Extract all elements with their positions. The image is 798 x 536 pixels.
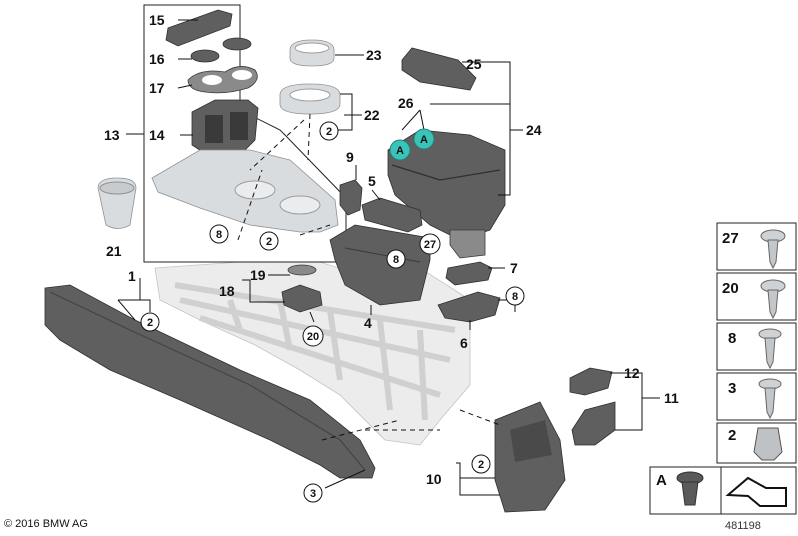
circle-ref-2: 2 bbox=[259, 231, 279, 251]
insert-16 bbox=[190, 37, 252, 63]
ring-22 bbox=[279, 83, 341, 115]
side-trim-panel bbox=[44, 284, 376, 479]
screw-20-icon bbox=[760, 279, 786, 320]
circle-ref-8: 8 bbox=[386, 249, 406, 269]
svg-text:8: 8 bbox=[393, 254, 399, 266]
callout-4: 4 bbox=[364, 315, 372, 331]
screw-3-icon bbox=[758, 378, 782, 420]
callout-17: 17 bbox=[149, 80, 165, 96]
circle-ref-27: 27 bbox=[419, 233, 441, 255]
fastener-20-label: 20 bbox=[722, 280, 739, 297]
leader-lines bbox=[117, 19, 660, 496]
circle-ref-20: 20 bbox=[302, 325, 324, 347]
callout-22: 22 bbox=[364, 107, 380, 123]
cover-15 bbox=[165, 9, 233, 47]
part-9 bbox=[339, 179, 363, 216]
svg-text:20: 20 bbox=[307, 331, 319, 343]
callout-13: 13 bbox=[104, 127, 120, 143]
circle-ref-8: 8 bbox=[505, 286, 525, 306]
callout-26: 26 bbox=[398, 95, 414, 111]
arrow-shape-icon bbox=[725, 476, 787, 507]
pad-5 bbox=[361, 197, 423, 233]
circle-ref-3: 3 bbox=[303, 483, 323, 503]
callout-1: 1 bbox=[128, 268, 136, 284]
callout-24: 24 bbox=[526, 122, 542, 138]
marker-a: A bbox=[389, 139, 411, 161]
fastener-a-label: A bbox=[656, 472, 667, 489]
svg-text:2: 2 bbox=[147, 317, 153, 329]
circle-ref-2: 2 bbox=[471, 454, 491, 474]
svg-text:2: 2 bbox=[478, 459, 484, 471]
cup-holder-14 bbox=[191, 99, 259, 159]
holder-18 bbox=[281, 284, 323, 313]
insert-19 bbox=[287, 264, 317, 276]
fastener-8-label: 8 bbox=[728, 330, 736, 347]
callout-25: 25 bbox=[466, 56, 482, 72]
callout-23: 23 bbox=[366, 47, 382, 63]
callout-18: 18 bbox=[219, 283, 235, 299]
callout-19: 19 bbox=[250, 267, 266, 283]
storage-tray-4 bbox=[329, 224, 431, 306]
callout-11: 11 bbox=[664, 390, 679, 406]
callout-16: 16 bbox=[149, 51, 165, 67]
callout-labels: 15 16 17 14 13 23 22 25 26 24 9 5 21 1 4… bbox=[104, 12, 679, 487]
callout-12: 12 bbox=[624, 365, 640, 381]
circle-ref-8: 8 bbox=[209, 224, 229, 244]
svg-text:A: A bbox=[420, 134, 428, 146]
svg-text:8: 8 bbox=[512, 291, 518, 303]
trim-12 bbox=[569, 367, 613, 396]
copyright-text: © 2016 BMW AG bbox=[4, 518, 88, 530]
fastener-panel: 27 20 8 3 2 A bbox=[649, 222, 797, 515]
svg-text:3: 3 bbox=[310, 488, 316, 500]
fastener-27-label: 27 bbox=[722, 230, 739, 247]
circle-refs: 2 2 2 2 8 8 8 20 27 3 A A bbox=[140, 121, 525, 503]
svg-text:A: A bbox=[396, 145, 404, 157]
circle-ref-2: 2 bbox=[319, 121, 339, 141]
armrest-lid-25 bbox=[401, 47, 477, 91]
callout-7: 7 bbox=[510, 260, 518, 276]
callout-10: 10 bbox=[426, 471, 442, 487]
circle-ref-2: 2 bbox=[140, 312, 160, 332]
callout-21: 21 bbox=[106, 243, 122, 259]
svg-text:2: 2 bbox=[266, 236, 272, 248]
callout-14: 14 bbox=[149, 127, 165, 143]
trim-11 bbox=[571, 401, 616, 446]
diagram-id: 481198 bbox=[725, 520, 761, 532]
switch-unit-6 bbox=[437, 291, 501, 323]
cup-21 bbox=[97, 177, 137, 229]
clip-a-icon bbox=[676, 471, 704, 506]
marker-a: A bbox=[413, 128, 435, 150]
screw-8-icon bbox=[758, 328, 782, 370]
screw-27-icon bbox=[760, 229, 786, 270]
svg-text:2: 2 bbox=[326, 126, 332, 138]
trim-ring-17 bbox=[187, 66, 258, 94]
fastener-3-label: 3 bbox=[728, 380, 736, 397]
callout-9: 9 bbox=[346, 149, 354, 165]
ring-23 bbox=[289, 39, 335, 67]
svg-text:27: 27 bbox=[424, 239, 436, 251]
trim-10 bbox=[494, 401, 566, 513]
fastener-2-label: 2 bbox=[728, 427, 736, 444]
pad-7 bbox=[445, 261, 493, 286]
svg-text:8: 8 bbox=[216, 229, 222, 241]
trim-plate-13 bbox=[151, 149, 339, 233]
callout-5: 5 bbox=[368, 173, 376, 189]
callout-6: 6 bbox=[460, 335, 468, 351]
callout-15: 15 bbox=[149, 12, 165, 28]
clip-2-icon bbox=[753, 427, 783, 461]
